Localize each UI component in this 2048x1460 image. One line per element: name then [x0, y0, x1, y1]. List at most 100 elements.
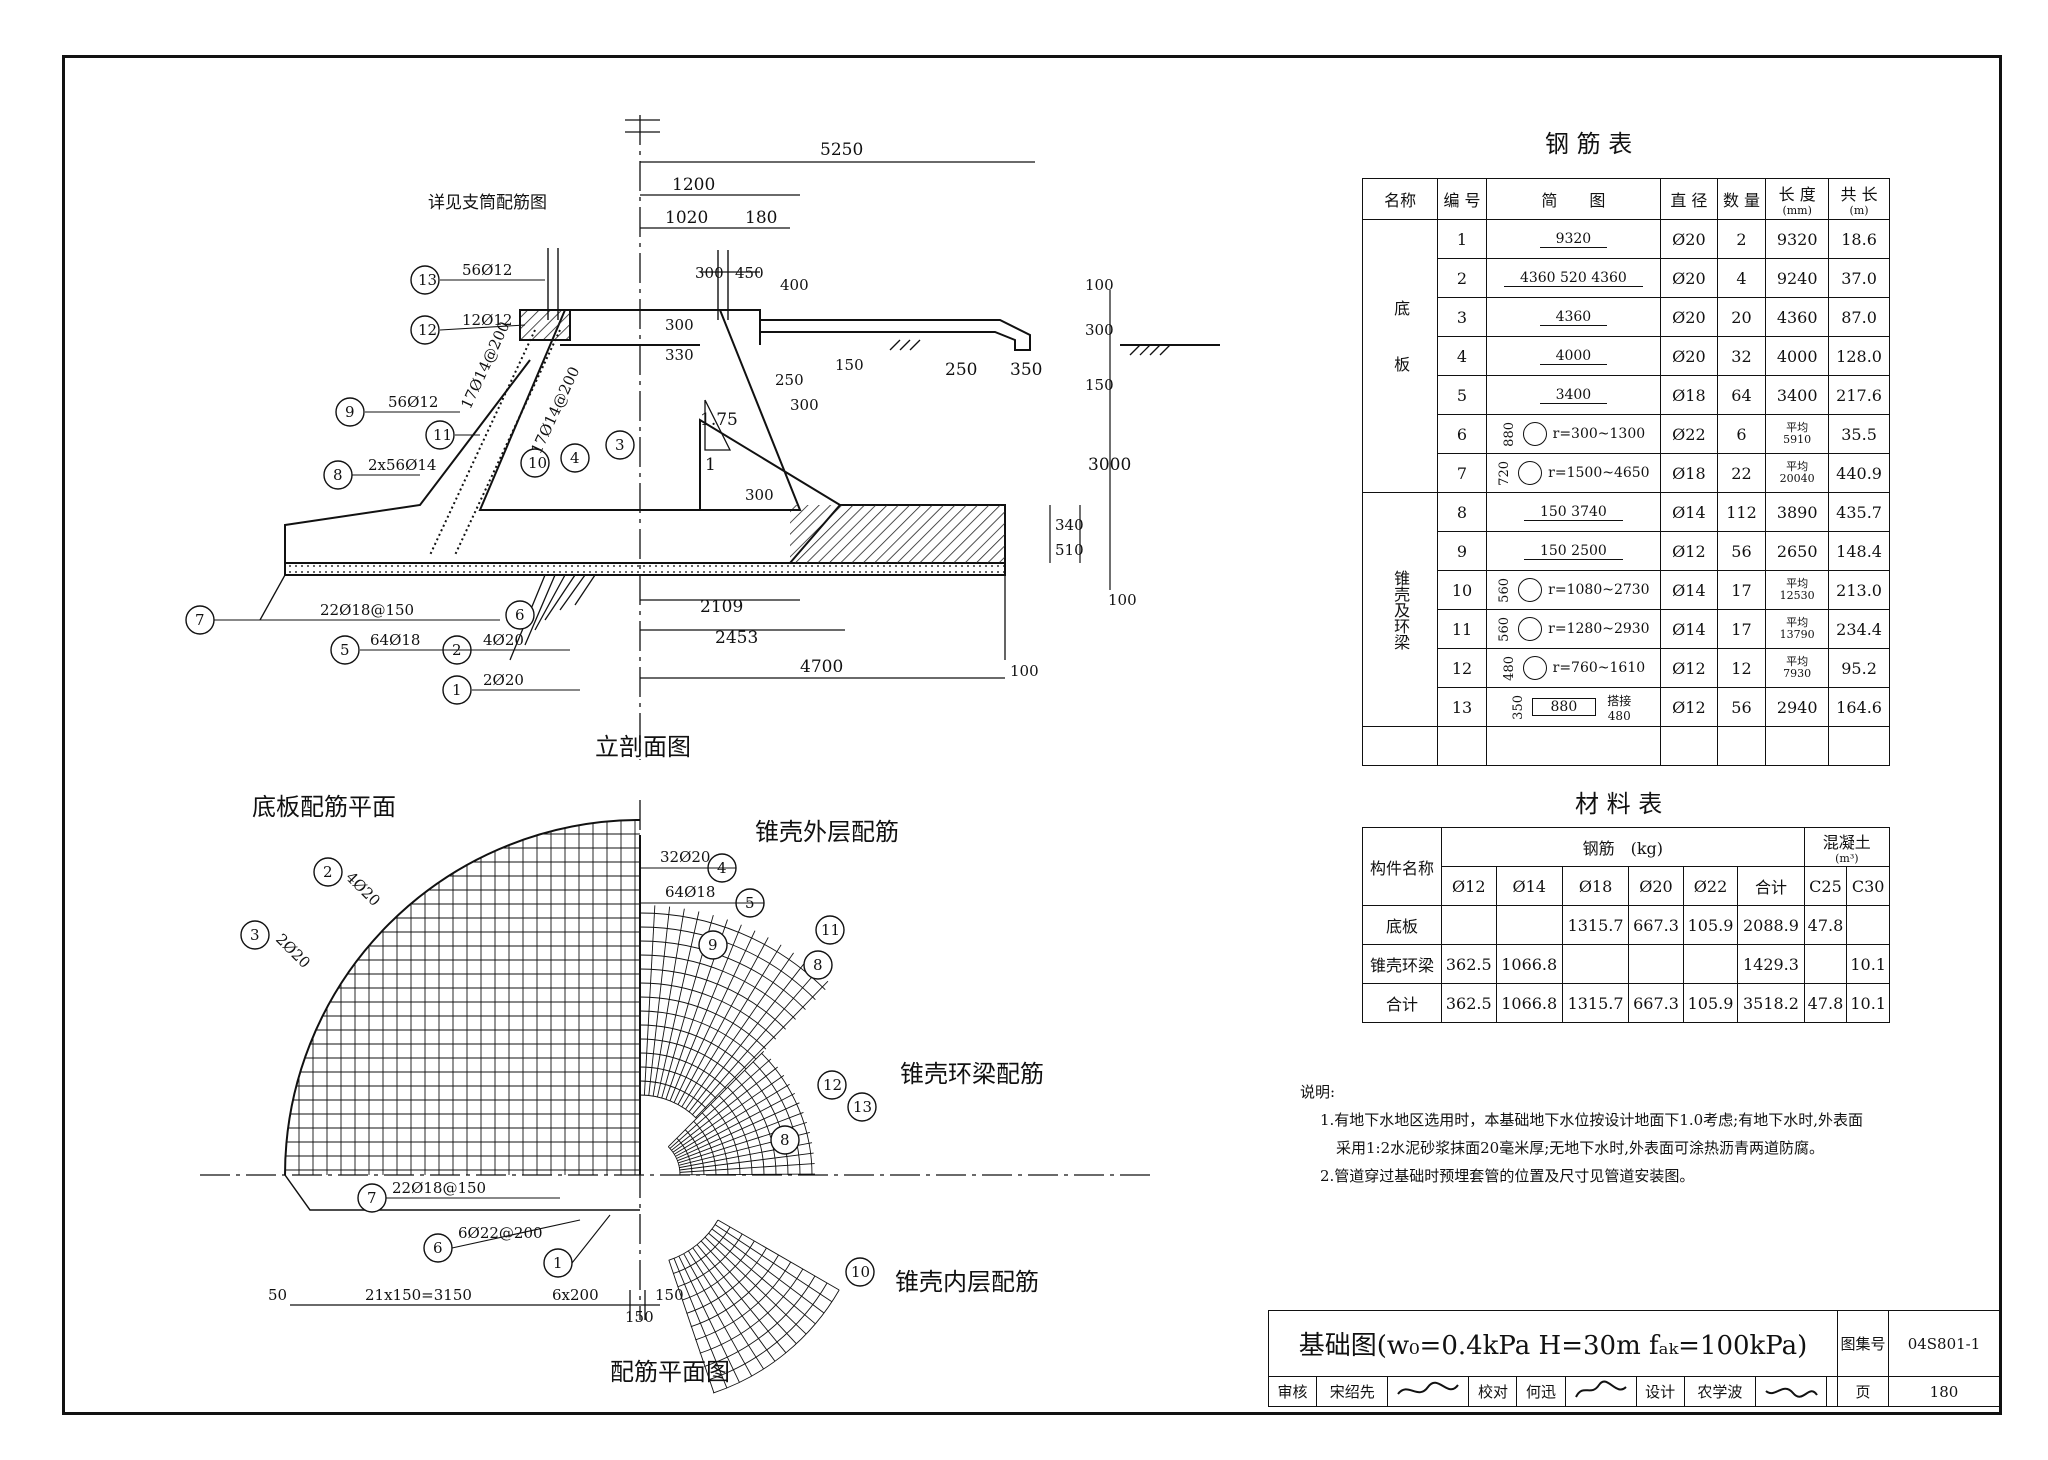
dim-1020: 1020: [665, 208, 708, 228]
rebar-total: 217.6: [1828, 375, 1890, 415]
check-label: 校对: [1468, 1376, 1518, 1407]
rebar-no: 11: [1437, 609, 1487, 649]
sketch-text: r=1500~4650: [1548, 464, 1650, 481]
mesh-ring: [639, 1024, 747, 1070]
empty-cell: [1765, 726, 1830, 766]
mesh-bar: [679, 1163, 815, 1173]
plan-bubble-8: 8: [813, 956, 823, 974]
rebar-no: 5: [1437, 375, 1487, 415]
plan-bubble-7: 7: [367, 1189, 377, 1207]
plan-bubble-13: 13: [853, 1098, 872, 1116]
sketch-side-dim: 720: [1497, 460, 1513, 486]
mat-col-header: Ø18: [1561, 866, 1630, 906]
material-table-title: 材 料 表: [1575, 790, 1662, 818]
bubble-3: 3: [615, 436, 625, 454]
mesh-bar: [673, 1258, 728, 1389]
rebar-len: 4360: [1765, 297, 1830, 337]
mat-cell: 47.8: [1803, 905, 1848, 945]
mat-cell: 2088.9: [1737, 905, 1805, 945]
mesh-bar: [700, 1240, 797, 1345]
len-avg-value: 20040: [1779, 472, 1815, 485]
ring-bar-icon: [1522, 655, 1547, 680]
rebar-dia: Ø12: [1660, 648, 1718, 688]
rebar-no: 3: [1437, 297, 1487, 337]
rebar-qty: 56: [1716, 687, 1767, 727]
rebar-len: 3400: [1765, 375, 1830, 415]
base-slab-mesh: [284, 819, 641, 1176]
plan-dim-150a: 150: [625, 1308, 654, 1326]
rebar-sketch: 4360 520 4360: [1485, 258, 1662, 298]
mesh-ring: [718, 1095, 753, 1176]
rebar-qty: 32: [1716, 336, 1767, 376]
rebar-sketch-wrap: 720 r=1500~4650: [1487, 461, 1660, 486]
sketch-extra: 搭接480: [1607, 693, 1632, 723]
mesh-ring: [639, 1066, 717, 1099]
mesh-bar: [687, 1250, 764, 1370]
sketch-text: 4360: [1539, 309, 1608, 326]
plan-callout-6-text: 6Ø22@200: [458, 1224, 543, 1242]
plan-callout-4-text: 4Ø20: [342, 868, 384, 910]
cone-outer-mesh: [639, 905, 829, 1119]
mesh-ring: [693, 1120, 717, 1176]
rebar-sketch: 880 r=300~1300: [1485, 414, 1662, 454]
mesh-bar: [648, 906, 671, 1096]
sketch-text: 9320: [1539, 231, 1608, 248]
mesh-ring: [639, 1052, 727, 1090]
sketch-text: r=300~1300: [1552, 425, 1646, 442]
empty-cell: [1660, 726, 1718, 766]
rebar-qty: 17: [1716, 609, 1767, 649]
plan-bubble-11: 11: [821, 921, 840, 939]
rebar-sketch-wrap: 4000: [1487, 348, 1660, 365]
mesh-ring: [639, 996, 767, 1050]
rebar-sketch: 150 3740: [1485, 492, 1662, 532]
ring-bar-icon: [1518, 577, 1543, 602]
mesh-bar: [679, 1152, 814, 1171]
rebar-dia: Ø14: [1660, 609, 1718, 649]
mat-col-header: 合计: [1737, 866, 1805, 906]
plan-callout-numbers: 2 3 4 5 11 9 8 12 13 8 7 6 1 10 4Ø20 2Ø2…: [250, 130, 1662, 1386]
rebar-total: 18.6: [1828, 219, 1890, 259]
rebar-sketch-wrap: 150 3740: [1487, 504, 1660, 521]
ring-bar-icon: [1518, 616, 1543, 641]
mesh-bar: [692, 1247, 776, 1362]
dim-300c: 300: [790, 396, 819, 414]
sketch-side-dim: 880: [1501, 421, 1517, 447]
mesh-ring: [284, 819, 641, 1176]
dim-2453: 2453: [715, 628, 758, 648]
mesh-ring: [639, 1010, 757, 1060]
page-no: 180: [1888, 1376, 2000, 1407]
rebar-total: 148.4: [1828, 531, 1890, 571]
bubble-5: 5: [340, 641, 350, 659]
note-2: 2.管道穿过基础时预埋套管的位置及尺寸见管道安装图。: [1320, 1167, 1695, 1185]
rebar-dia: Ø18: [1660, 375, 1718, 415]
dim-330: 330: [665, 346, 694, 364]
mat-col-header: Ø20: [1628, 866, 1684, 906]
rebar-no: 12: [1437, 648, 1487, 688]
rebar-sketch: 150 2500: [1485, 531, 1662, 571]
checker-signature: [1564, 1376, 1637, 1407]
plan-bubble-5: 5: [745, 894, 755, 912]
mesh-ring: [727, 1087, 765, 1176]
dim-100a: 100: [1085, 276, 1114, 294]
rebar-total: 440.9: [1828, 453, 1890, 493]
rebar-total: 234.4: [1828, 609, 1890, 649]
sketch-text: r=760~1610: [1552, 659, 1646, 676]
title-block: 基础图(w₀=0.4kPa H=30m fₐₖ=100kPa) 图集号 04S8…: [1267, 1310, 2000, 1412]
bubble-2: 2: [452, 641, 462, 659]
mat-cell: 362.5: [1441, 983, 1497, 1023]
mesh-ring: [639, 982, 777, 1040]
sketch-side-dim: 350: [1510, 694, 1526, 720]
